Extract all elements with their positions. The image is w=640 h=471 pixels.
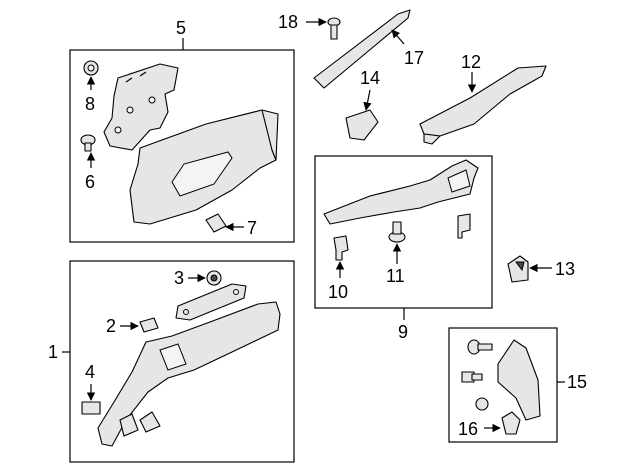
part-3-grommet [206, 270, 222, 286]
leader-14 [363, 89, 372, 111]
callout-5: 5 [176, 18, 186, 38]
callout-8: 8 [85, 94, 95, 114]
callout-17: 17 [404, 48, 424, 68]
part-15-bolt [467, 339, 493, 355]
callout-18: 18 [278, 12, 298, 32]
leader-17 [391, 29, 405, 45]
callout-13: 13 [555, 259, 575, 279]
part-6-push-pin [80, 134, 96, 152]
callout-6: 6 [85, 172, 95, 192]
part-16-clip [501, 411, 521, 435]
group-box-5 [69, 49, 295, 243]
part-5-bracket-panel [103, 63, 179, 151]
callout-15: 15 [567, 372, 587, 392]
callout-11: 11 [386, 266, 405, 286]
callout-4: 4 [85, 362, 95, 382]
part-18-bolt [327, 17, 341, 40]
part-11-fastener [388, 221, 406, 243]
part-8-clip [83, 60, 99, 76]
part-9-clip-right [457, 213, 471, 239]
part-17-strip [313, 9, 411, 89]
part-13-pad [507, 255, 529, 283]
part-15-bracket [497, 339, 541, 421]
part-4-clip [81, 401, 101, 415]
group-box-1 [69, 260, 295, 463]
callout-2: 2 [106, 316, 116, 336]
part-12-trim [419, 65, 547, 145]
part-3-bracket-strip [175, 283, 247, 321]
part-14-clip [345, 109, 379, 141]
part-9-pillar-trim [323, 159, 479, 225]
part-15-nut [475, 397, 489, 411]
callout-12: 12 [461, 52, 481, 72]
callout-1: 1 [48, 342, 58, 362]
part-7-pad [205, 213, 227, 233]
part-10-clip [333, 235, 349, 261]
group-box-15 [448, 327, 558, 443]
callout-14: 14 [360, 68, 380, 88]
callout-16: 16 [458, 419, 478, 439]
callout-7: 7 [247, 218, 257, 238]
callout-3: 3 [174, 268, 184, 288]
callout-10: 10 [328, 282, 348, 302]
part-15-stud [461, 371, 483, 383]
callout-9: 9 [398, 322, 408, 342]
part-2-clip [139, 317, 159, 333]
part-1-lower-trim [97, 301, 281, 447]
part-5-quarter-trim [129, 109, 279, 225]
